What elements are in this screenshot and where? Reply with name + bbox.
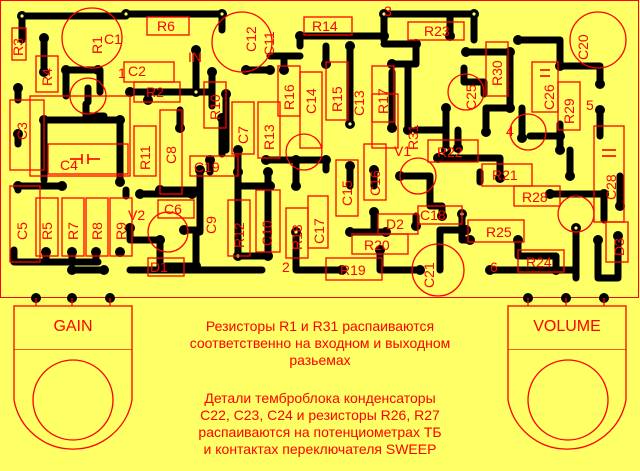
label-C28: C28: [603, 174, 619, 200]
label-R14: R14: [312, 18, 338, 34]
label-C14: C14: [303, 88, 319, 114]
label-C3: C3: [14, 122, 30, 140]
label-pad-2: 2: [282, 259, 290, 275]
label-C12: C12: [243, 26, 259, 52]
label-R31: R31: [405, 124, 421, 150]
capacitor-plates: [70, 69, 616, 164]
label-pad-5: 5: [586, 97, 594, 113]
gain-potentiometer: [13, 305, 133, 450]
label-R6: R6: [157, 18, 175, 34]
label-C8: C8: [163, 146, 179, 164]
label-pad-3: 3: [384, 3, 392, 19]
label-C11: C11: [261, 31, 277, 56]
label-R28: R28: [522, 189, 548, 205]
label-R17: R17: [375, 88, 391, 114]
label-R5: R5: [39, 222, 55, 240]
label-R13: R13: [261, 124, 277, 150]
gain-label: GAIN: [53, 318, 93, 335]
label-pad-6: 6: [490, 259, 498, 275]
label-V2: V2: [128, 207, 145, 223]
label-R11: R11: [137, 145, 153, 170]
silkscreen-outlines: [9, 7, 629, 297]
board-outline: [0, 0, 639, 298]
label-R20: R20: [364, 237, 390, 253]
label-C26: C26: [541, 84, 557, 110]
note-block-1: Резисторы R1 и R31 распаиваются соответс…: [160, 318, 480, 369]
label-R18: R18: [289, 224, 305, 250]
label-C13: C13: [351, 90, 367, 116]
label-C17: C17: [311, 218, 327, 244]
volume-potentiometer: [507, 305, 627, 450]
label-C5: C5: [14, 222, 30, 240]
volume-label: VOLUME: [533, 318, 601, 335]
label-V1: V1: [394, 143, 411, 159]
label-R8: R8: [89, 222, 105, 240]
label-C4: C4: [60, 157, 78, 173]
label-R2: R2: [146, 84, 164, 100]
label-C1: C1: [104, 31, 122, 47]
note-line-2: соответственно на входном и выходном: [189, 335, 451, 351]
label-pad-4: 4: [506, 123, 514, 139]
note-block-2: Детали темброблока конденсаторы C22, C23…: [160, 390, 480, 458]
label-in: IN: [188, 49, 202, 65]
label-R24: R24: [526, 254, 552, 270]
label-C25: C25: [463, 84, 479, 110]
note-line-4: Детали темброблока конденсаторы: [204, 390, 436, 406]
label-R25: R25: [486, 224, 512, 240]
label-R15: R15: [329, 86, 345, 112]
label-R12: R12: [231, 222, 247, 248]
label-C20: C20: [575, 34, 591, 60]
pot-leads: [35, 298, 605, 306]
label-R22: R22: [437, 144, 463, 160]
component-labels: R6 R14 R23 R2 R22 R21 R28 R25 R24 R20 R1…: [60, 3, 594, 278]
note-line-6: распаиваются на потенциометрах ТБ: [198, 424, 442, 440]
label-D1: D1: [150, 259, 168, 275]
label-pad-1: 1: [118, 65, 126, 81]
note-line-7: и контактах переключателя SWEEP: [203, 441, 437, 457]
pads: [13, 9, 625, 303]
label-C18: C18: [420, 207, 446, 223]
label-C2: C2: [128, 63, 146, 79]
label-R19: R19: [340, 262, 366, 278]
label-R10: R10: [207, 94, 223, 120]
label-D2: D2: [386, 216, 404, 232]
label-R4: R4: [39, 68, 55, 86]
vertical-labels: R3 R4 C3 C5 R5 R7 R8 R9 R11 C8 R10 C7 R1…: [10, 26, 627, 288]
label-C6: C6: [164, 201, 182, 217]
label-R9: R9: [113, 222, 129, 240]
label-R29: R29: [561, 98, 577, 124]
label-C10: C10: [259, 220, 275, 246]
label-C21: C21: [421, 262, 437, 288]
note-line-3: разьемах: [289, 352, 351, 368]
label-C16: C16: [367, 170, 383, 196]
label-C15: C15: [339, 180, 355, 206]
note-line-5: C22, C23, C24 и резисторы R26, R27: [200, 407, 440, 423]
label-R1: R1: [89, 36, 105, 54]
label-R21: R21: [492, 167, 518, 183]
label-R16: R16: [281, 84, 297, 110]
label-D3: D3: [611, 238, 627, 256]
label-R30: R30: [489, 60, 505, 86]
label-R7: R7: [65, 222, 81, 240]
label-C7: C7: [235, 126, 251, 144]
label-C9: C9: [203, 216, 219, 234]
label-R23: R23: [424, 23, 450, 39]
label-C19: C19: [194, 159, 220, 175]
label-R3: R3: [10, 38, 26, 56]
note-line-1: Резисторы R1 и R31 распаиваются: [205, 318, 435, 334]
